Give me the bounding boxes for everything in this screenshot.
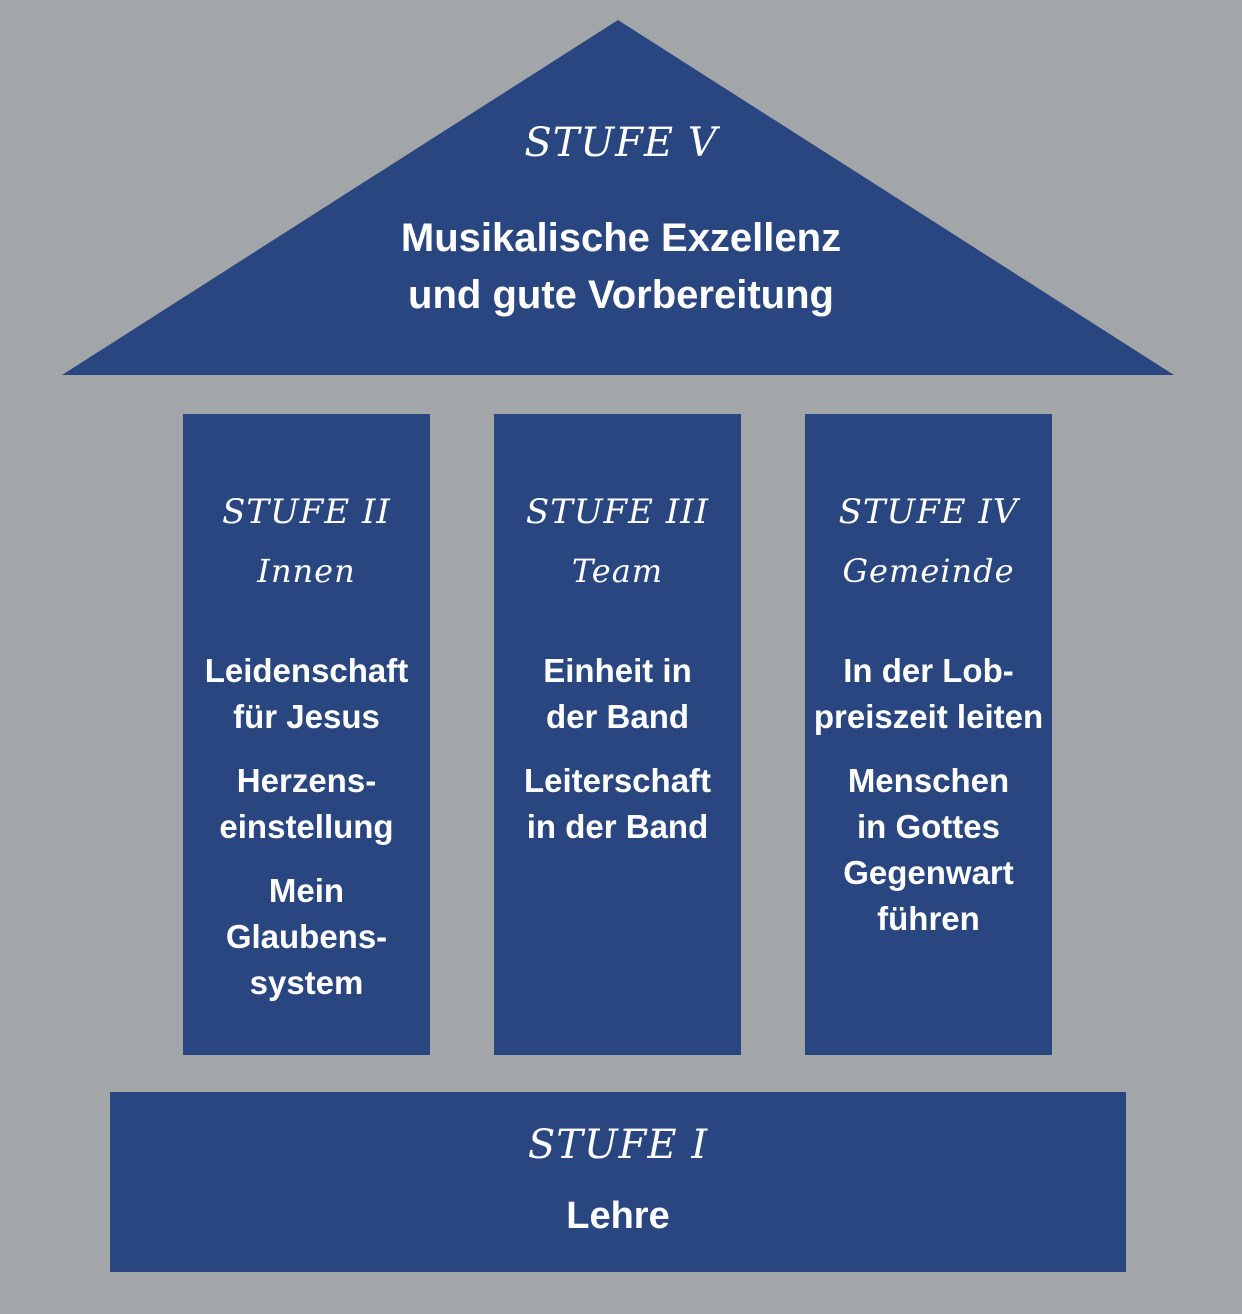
text-line: einstellung [219, 808, 394, 845]
pillar-2-items: Leidenschaft für Jesus Herzens-einstellun… [173, 648, 440, 1024]
text-line: Musikalische Exzellenz [400, 216, 842, 260]
text-line: Leidenschaft [204, 652, 409, 689]
roof-stage-label: STUFE V [524, 120, 718, 166]
text-line: Einheit in [543, 652, 692, 689]
text-line: Gegenwart [843, 854, 1014, 891]
pillar-stage-3 [494, 414, 741, 1055]
text-line: system [249, 964, 364, 1001]
text-line: führen [877, 900, 980, 937]
text-line: Herzens- [236, 762, 377, 799]
text-line: Glaubens- [225, 918, 388, 955]
pillar-3-items: Einheit in der Band Leiterschaft in der Ba… [484, 648, 751, 868]
pillar-subtitle: Gemeinde [842, 552, 1015, 590]
text-line: und gute Vorbereitung [408, 273, 834, 317]
pillar-item: Leidenschaft für Jesus [173, 648, 440, 740]
pillar-4-items: In der Lob-preiszeit leiten Menschen in G… [795, 648, 1062, 960]
pillar-item: Herzens-einstellung [173, 758, 440, 850]
base-stage-label: STUFE I [527, 1122, 709, 1168]
base-foundation: STUFE I Lehre [110, 1092, 1126, 1272]
pillar-item: Leiterschaft in der Band [484, 758, 751, 850]
pillar-subtitle: Team [571, 552, 664, 590]
base-text: Lehre [566, 1195, 670, 1237]
text-line: Menschen [847, 762, 1010, 799]
text-line: In der Lob- [843, 652, 1014, 689]
text-line: preiszeit leiten [813, 698, 1044, 735]
text-line: in der Band [526, 808, 709, 845]
pillar-stage-label: STUFE III [525, 492, 710, 532]
text-line: Mein [268, 872, 345, 909]
text-line: Leiterschaft [523, 762, 712, 799]
text-line: für Jesus [233, 698, 380, 735]
text-line: in Gottes [856, 808, 1000, 845]
pillar-stage-label: STUFE IV [838, 492, 1019, 532]
roof-text: Musikalische Exzellenz und gute Vorbereit… [0, 210, 1242, 324]
pillar-subtitle: Innen [257, 552, 356, 590]
pillar-stage-2 [183, 414, 430, 1055]
roof-triangle [62, 20, 1174, 375]
pillar-item: In der Lob-preiszeit leiten [795, 648, 1062, 740]
pillar-item: Einheit in der Band [484, 648, 751, 740]
text-line: der Band [545, 698, 690, 735]
pillar-stage-label: STUFE II [222, 492, 391, 532]
pillar-stage-4 [805, 414, 1052, 1055]
